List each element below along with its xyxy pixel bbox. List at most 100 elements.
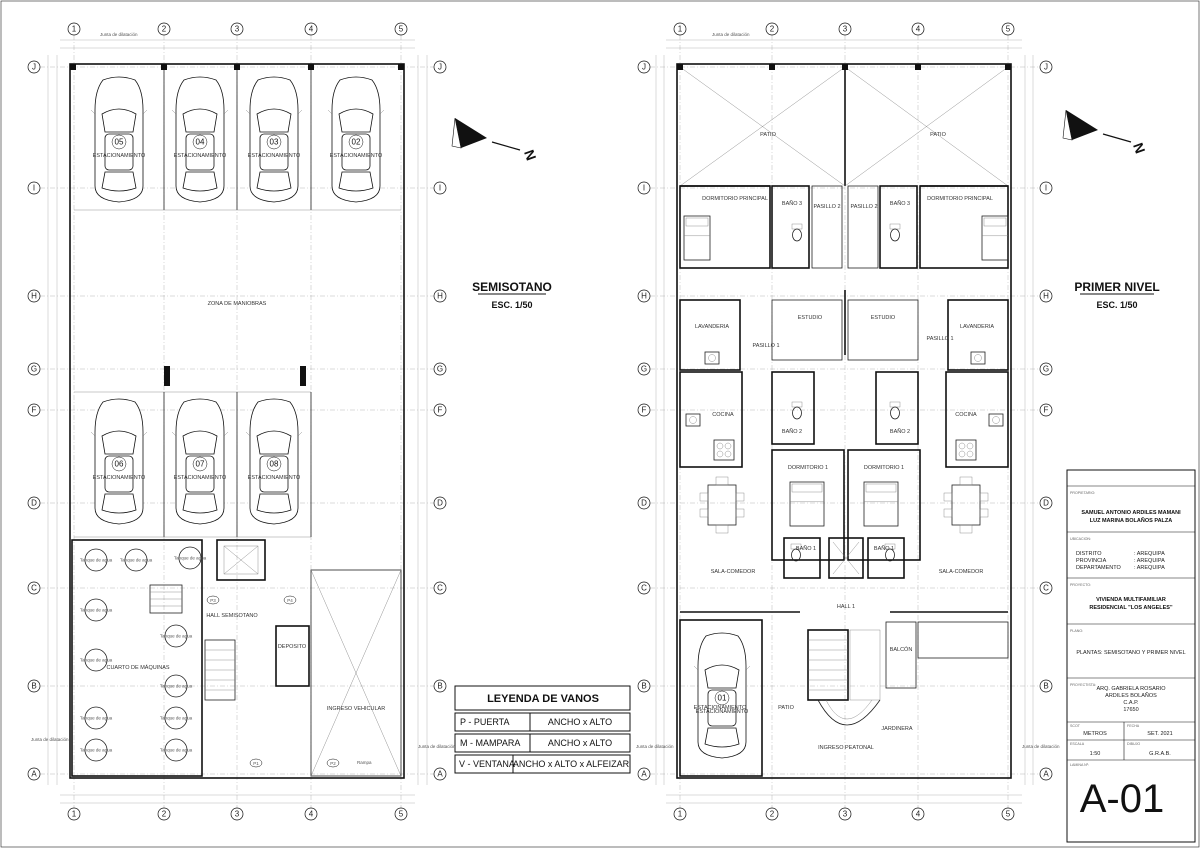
water-tank: Tanque de agua — [160, 738, 193, 762]
room-bano-3: BAÑO 3 — [782, 200, 802, 207]
bed — [863, 481, 899, 527]
basement-labels: Junta de dilatación Junta de dilatación … — [31, 32, 456, 765]
svg-text:4: 4 — [916, 25, 921, 34]
svg-text:G: G — [437, 365, 443, 374]
svg-text:H: H — [1043, 292, 1049, 301]
parking-number-tag — [266, 456, 282, 472]
svg-text:3: 3 — [235, 25, 240, 34]
svg-text:2: 2 — [770, 25, 775, 34]
svg-text:D: D — [437, 499, 443, 508]
tb-proyecto-label: PROYECTO: — [1070, 583, 1091, 587]
room-pasillo-2: PASILLO 2 — [813, 204, 840, 210]
svg-text:P4: P4 — [287, 598, 293, 603]
parking-number-tag — [111, 456, 127, 472]
sink — [988, 413, 1004, 427]
basement-walls — [69, 63, 405, 779]
svg-text:3: 3 — [843, 810, 848, 819]
room-lavanderia: LAVANDERIA — [960, 324, 994, 330]
parking-number: 05 — [115, 138, 124, 147]
bed — [981, 215, 1009, 261]
legend-title: LEYENDA DE VANOS — [487, 693, 599, 705]
room-patio: PATIO — [760, 132, 776, 138]
north-arrow-right: N — [1062, 109, 1149, 156]
toilet — [790, 543, 802, 562]
room-pasillo-1: PASILLO 1 — [926, 336, 953, 342]
toilet — [791, 223, 803, 242]
title-block: PROPIETARIO: SAMUEL ANTONIO ARDILES MAMA… — [1066, 469, 1196, 843]
room-balcon: BALCÓN — [890, 646, 913, 653]
parking-number-tag — [192, 134, 208, 150]
svg-text:H: H — [437, 292, 443, 301]
svg-text:J: J — [32, 63, 36, 72]
tank-label: Tanque de agua — [80, 716, 113, 721]
rampa-label: Rampa — [357, 760, 372, 765]
north-label: N — [1130, 141, 1148, 156]
svg-text:C: C — [437, 584, 443, 593]
svg-text:P3: P3 — [210, 598, 216, 603]
parking-number-tag — [714, 690, 730, 706]
basement-grid-bubbles: 1 2 3 4 5 1 2 3 4 5 J I H G F D C B A J … — [27, 22, 447, 821]
parking-number: 04 — [196, 138, 205, 147]
parking-label: ESTACIONAMIENTO — [93, 475, 146, 481]
parking-number: 07 — [196, 460, 205, 469]
svg-text:J: J — [1044, 63, 1048, 72]
room-deposito: DEPOSITO — [278, 644, 307, 650]
parking-number-tag — [111, 134, 127, 150]
parking-number: 02 — [352, 138, 361, 147]
water-tank: Tanque de agua — [160, 706, 193, 730]
tb-scot-label: SCOT — [1070, 724, 1081, 728]
svg-text:F: F — [32, 406, 37, 415]
room-bano-2: BAÑO 2 — [782, 428, 802, 435]
legend-code: P - PUERTA — [460, 717, 510, 727]
parking-number: 03 — [270, 138, 279, 147]
tb-arch-2: ARDILES BOLAÑOS — [1105, 692, 1157, 699]
room-cocina: COCINA — [955, 412, 977, 418]
room-ingreso-peatonal: INGRESO PEATONAL — [818, 745, 874, 751]
svg-text:2: 2 — [162, 810, 167, 819]
svg-text:A: A — [31, 770, 37, 779]
room-estacionamiento: ESTACIONAMIENTO — [694, 705, 747, 711]
junta-label: Junta de dilatación — [100, 32, 138, 37]
svg-text:1: 1 — [72, 25, 77, 34]
sink — [685, 413, 701, 427]
water-tank: Tanque de agua — [80, 738, 113, 762]
parking-number: 08 — [270, 460, 279, 469]
svg-text:A: A — [437, 770, 443, 779]
parking-number-tag — [266, 134, 282, 150]
north-label: N — [521, 148, 539, 163]
toilet — [889, 223, 901, 242]
svg-text:G: G — [1043, 365, 1049, 374]
dining-table — [943, 476, 989, 534]
plan-title-semisotano: SEMISOTANO — [472, 280, 552, 294]
stove — [713, 439, 735, 461]
toilet — [791, 401, 803, 420]
svg-text:F: F — [438, 406, 443, 415]
water-tank: Tanque de agua — [80, 598, 113, 622]
svg-text:5: 5 — [399, 25, 404, 34]
svg-text:4: 4 — [916, 810, 921, 819]
legend-desc: ANCHO x ALTO — [548, 738, 612, 748]
room-bano-1: BAÑO 1 — [874, 545, 894, 552]
svg-text:B: B — [31, 682, 36, 691]
tb-arch-4: 17650 — [1123, 707, 1138, 713]
svg-text:C: C — [1043, 584, 1049, 593]
first-floor-walls — [676, 63, 1012, 779]
tank-label: Tanque de agua — [160, 634, 193, 639]
basement-door-tags: P3 P4 P1 P2 — [206, 595, 340, 768]
bed — [789, 481, 825, 527]
first-floor-grid-bubbles: 1 2 3 4 5 1 2 3 4 5 J I H G F D C B A J … — [637, 22, 1053, 821]
tb-arch-1: ARQ. GABRIELA ROSARIO — [1096, 686, 1166, 692]
parking-label: ESTACIONAMIENTO — [248, 153, 301, 159]
parking-number-tag — [348, 134, 364, 150]
legend-code: M - MAMPARA — [460, 738, 520, 748]
tb-plano-label: PLANO: — [1070, 629, 1083, 633]
water-tank: Tanque de agua — [160, 674, 193, 698]
svg-text:H: H — [31, 292, 37, 301]
svg-text:1: 1 — [72, 810, 77, 819]
tb-escala: 1:50 — [1090, 751, 1101, 757]
room-jardinera: JARDINERA — [881, 726, 913, 732]
